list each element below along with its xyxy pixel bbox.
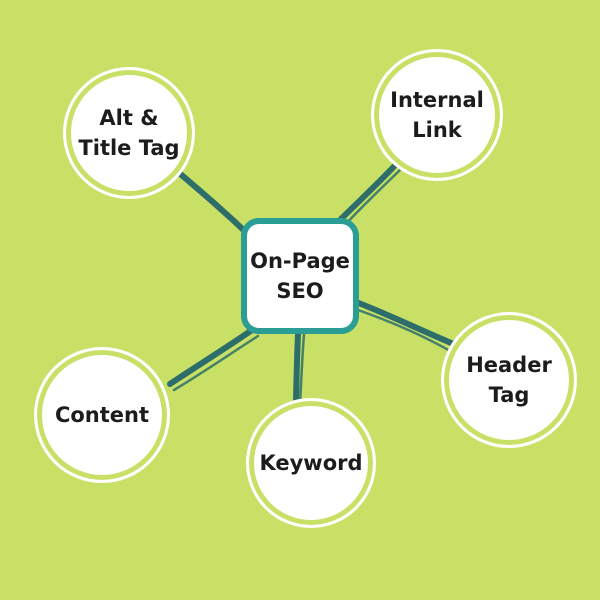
center-node-label: On-Page SEO bbox=[250, 249, 350, 303]
node-keyword: Keyword bbox=[246, 398, 376, 528]
node-internal-link: Internal Link bbox=[371, 49, 503, 181]
connector-header-tag-strand bbox=[356, 308, 454, 354]
center-node-on-page-seo: On-Page SEO bbox=[241, 218, 359, 334]
connector-header-tag bbox=[353, 299, 459, 348]
connector-content-strand bbox=[172, 334, 260, 392]
node-keyword-label: Keyword bbox=[259, 451, 363, 475]
node-internal-link-label: Internal Link bbox=[390, 88, 484, 142]
connector-internal-link bbox=[335, 157, 403, 225]
connector-alt-title-strand bbox=[180, 174, 248, 234]
connector-internal-link-strand bbox=[342, 164, 406, 228]
connector-content bbox=[167, 327, 255, 387]
node-content-label: Content bbox=[54, 403, 150, 427]
node-content: Content bbox=[34, 347, 170, 483]
node-alt-title-tag: Alt & Title Tag bbox=[63, 67, 195, 199]
connector-keyword-strand bbox=[298, 332, 306, 408]
node-alt-title-tag-label: Alt & Title Tag bbox=[78, 106, 180, 160]
node-header-tag-label: Header Tag bbox=[466, 353, 552, 407]
node-header-tag: Header Tag bbox=[441, 312, 577, 448]
